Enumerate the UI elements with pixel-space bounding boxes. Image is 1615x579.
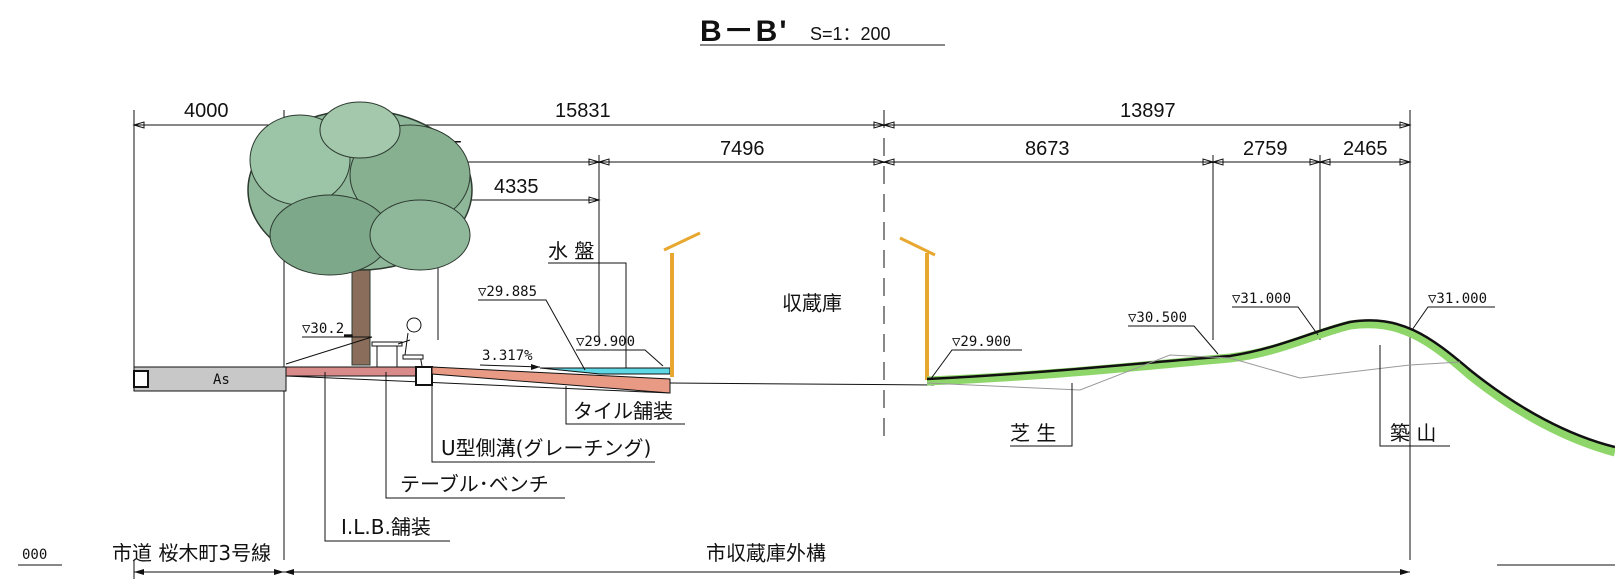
elev-30-500: ▽30.500 — [1128, 310, 1187, 326]
drawing-title: B－B' — [700, 15, 788, 48]
ilb-paving-label: I.L.B.舗装 — [341, 515, 431, 539]
mound-profile — [926, 319, 1615, 457]
drawing-scale: S=1：200 — [810, 24, 891, 44]
dim-4000-top: 4000 — [184, 100, 229, 122]
city-road-section: As — [133, 366, 287, 392]
water-basin-label: 水 盤 — [548, 239, 594, 263]
elev-31-000-b: ▽31.000 — [1428, 291, 1487, 307]
lawn-label: 芝 生 — [1010, 421, 1056, 445]
elev-29-885: ▽29.885 — [478, 284, 537, 300]
city-road-label: 市道 桜木町3号線 — [112, 541, 271, 565]
bottom-row: 000 市道 桜木町3号線 市収蔵庫外構 — [18, 541, 1615, 579]
water-basin-callout: 水 盤 — [548, 239, 627, 368]
elev-30-2: ▽30.2▁ — [302, 321, 353, 337]
bottom-callouts: タイル舗装 U型側溝(グレーチング) テーブル･ベンチ I.L.B.舗装 芝 生… — [324, 345, 1450, 542]
light-poles — [663, 231, 936, 380]
tree-illustration — [247, 101, 473, 366]
dim-2759: 2759 — [1243, 138, 1288, 160]
dim-13897: 13897 — [1120, 100, 1176, 122]
elev-31-000-a: ▽31.000 — [1232, 291, 1291, 307]
slope-label: 3.317% — [482, 348, 533, 364]
elev-29-900-a: ▽29.900 — [576, 334, 635, 350]
u-gutter-label: U型側溝(グレーチング) — [441, 436, 651, 460]
dim-8673: 8673 — [1025, 138, 1070, 160]
dim-7496: 7496 — [720, 138, 765, 160]
elevation-markers: ▽30.2▁ ▽29.885 ▽29.900 ▽29.900 ▽30.500 ▽… — [285, 284, 1495, 381]
table-bench-illustration — [371, 317, 424, 367]
dim-4335: 4335 — [494, 176, 539, 198]
elev-29-900-b: ▽29.900 — [952, 334, 1011, 350]
storehouse-label: 収蔵庫 — [782, 291, 842, 315]
exterior-label: 市収蔵庫外構 — [706, 541, 826, 565]
dim-15831: 15831 — [555, 100, 611, 122]
dim-2465: 2465 — [1343, 138, 1388, 160]
left-code: 000 — [22, 547, 47, 563]
table-bench-label: テーブル･ベンチ — [400, 472, 549, 496]
asphalt-mark: As — [213, 372, 230, 388]
plaza-paving: 3.317% — [285, 348, 935, 394]
tile-paving-label: タイル舗装 — [573, 399, 673, 423]
mound-label: 築 山 — [1390, 421, 1436, 445]
dimension-row-second: 8335 7496 8673 2759 2465 — [284, 138, 1412, 340]
